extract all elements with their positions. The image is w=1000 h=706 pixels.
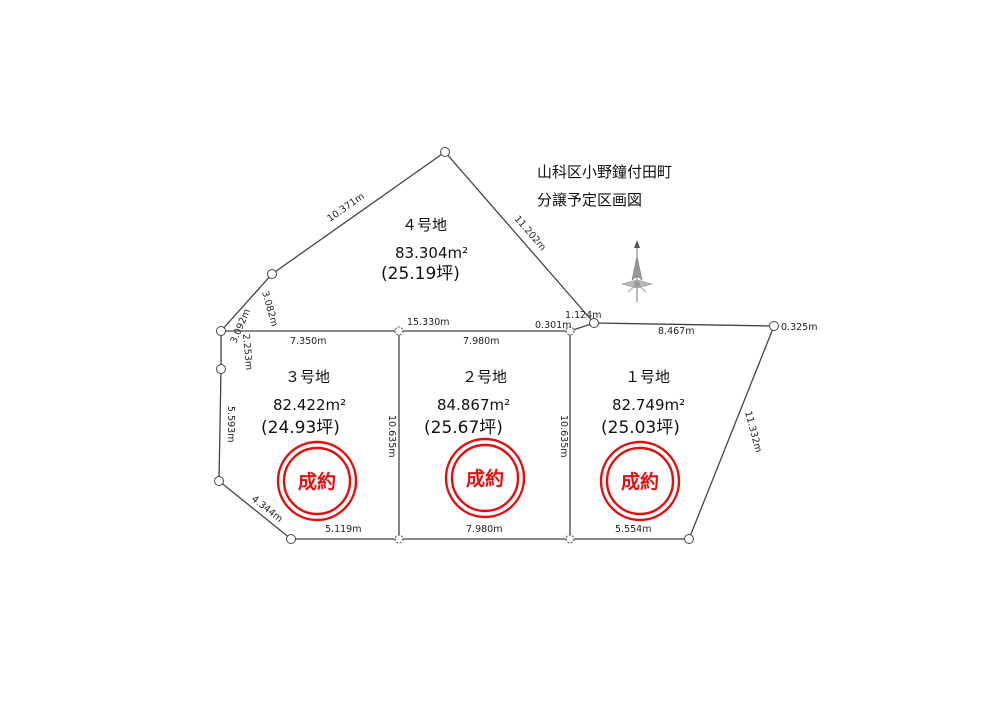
boundary-marker xyxy=(565,534,575,544)
boundary-marker xyxy=(684,534,694,544)
lot-1: １号地 82.749m² (25.03坪) 成約 xyxy=(599,368,685,522)
boundary-marker xyxy=(214,476,224,486)
dimension-label: 7.980m xyxy=(463,336,499,347)
boundary-marker xyxy=(769,321,779,331)
lot-name: ２号地 xyxy=(462,368,507,386)
plan-title-location: 山科区小野鐘付田町 xyxy=(537,163,672,181)
lot-area: 83.304m² xyxy=(395,244,468,262)
plan-title: 山科区小野鐘付田町 分譲予定区画図 xyxy=(537,163,672,209)
lot-2: ２号地 84.867m² (25.67坪) 成約 xyxy=(424,368,526,519)
sold-stamp-label: 成約 xyxy=(621,470,659,493)
dimension-label: 7.980m xyxy=(466,524,502,535)
sold-stamp-label: 成約 xyxy=(298,470,336,493)
dimension-label: 15.330m xyxy=(407,317,450,328)
lot-area: 82.422m² xyxy=(273,396,346,414)
dimension-label: 5.593m xyxy=(225,406,236,442)
dimension-label: 11.332m xyxy=(742,410,764,454)
dimension-label: 11.202m xyxy=(512,214,548,253)
sold-stamp: 成約 xyxy=(276,440,358,522)
boundary-marker xyxy=(394,326,404,336)
boundary-marker xyxy=(440,147,450,157)
dimension-label: 10.371m xyxy=(325,191,366,224)
sold-stamp-label: 成約 xyxy=(466,467,504,490)
lot4-upper-boundary xyxy=(220,151,595,332)
lot-tsubo: (25.19坪) xyxy=(381,264,460,284)
lot-4: ４号地 83.304m² (25.19坪) xyxy=(381,216,468,284)
sold-stamp: 成約 xyxy=(599,440,681,522)
boundary-marker xyxy=(267,269,277,279)
dimension-label: 2.253m xyxy=(240,333,254,370)
compass-north-arrow-icon xyxy=(620,240,654,302)
boundary-marker xyxy=(216,364,226,374)
sold-stamp: 成約 xyxy=(444,437,526,519)
boundary-marker xyxy=(589,318,599,328)
dimension-label: 0.325m xyxy=(781,322,817,333)
lot-area: 82.749m² xyxy=(612,396,685,414)
lot-tsubo: (25.03坪) xyxy=(601,418,680,438)
dimension-label: 7.350m xyxy=(290,336,326,347)
dimension-label: 8.467m xyxy=(658,326,694,337)
dimension-label: 3.082m xyxy=(259,290,280,328)
lot-tsubo: (25.67坪) xyxy=(424,418,503,438)
boundary-markers xyxy=(214,147,779,544)
lot-area: 84.867m² xyxy=(437,396,510,414)
dimension-label: 10.635m xyxy=(558,415,569,458)
dimension-label: 5.554m xyxy=(615,524,651,535)
boundary-marker xyxy=(565,326,575,336)
dimension-label: 1.124m xyxy=(565,310,601,321)
lot-name: １号地 xyxy=(625,368,670,386)
lot-3: ３号地 82.422m² (24.93坪) 成約 xyxy=(261,368,358,522)
dimension-label: 0.301m xyxy=(535,320,571,331)
lot-tsubo: (24.93坪) xyxy=(261,418,340,438)
dimension-label: 10.635m xyxy=(386,415,397,458)
lot-name: ４号地 xyxy=(402,216,447,234)
boundary-marker xyxy=(216,326,226,336)
boundary-marker xyxy=(394,534,404,544)
plan-title-subtitle: 分譲予定区画図 xyxy=(537,191,642,209)
dimension-label: 5.119m xyxy=(325,524,361,535)
boundary-marker xyxy=(286,534,296,544)
lot-name: ３号地 xyxy=(285,368,330,386)
